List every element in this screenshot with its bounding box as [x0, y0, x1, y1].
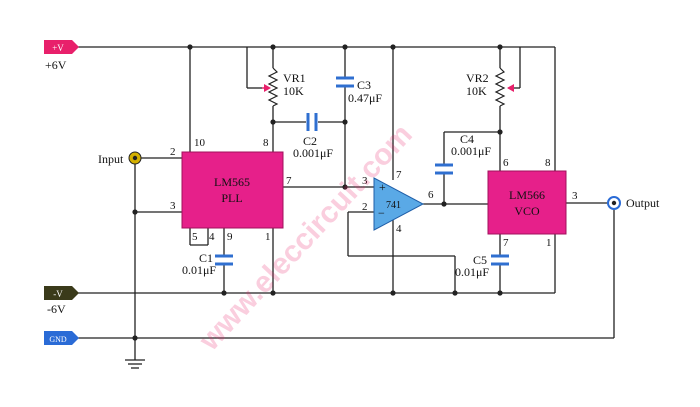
opamp-pin-4: 4 — [396, 223, 402, 235]
lm565-pin-5: 5 — [192, 231, 198, 243]
c4-ref: C4 — [460, 132, 474, 146]
opamp-minus: − — [378, 206, 385, 220]
output-label: Output — [626, 196, 660, 210]
lm565-pin-4: 4 — [209, 231, 215, 243]
lm565-pin-3: 3 — [170, 200, 176, 212]
output-terminal[interactable] — [607, 196, 621, 210]
c2-value: 0.001μF — [293, 146, 333, 160]
lm565-chip: LM565 PLL — [181, 151, 284, 229]
pos-rail-tag: +V — [44, 40, 79, 54]
lm566-pin-6: 6 — [503, 157, 509, 169]
c3-value: 0.47μF — [348, 91, 382, 105]
vr2-potentiometer — [494, 67, 514, 107]
wires — [75, 46, 615, 369]
opamp-pin-2: 2 — [362, 201, 368, 213]
lm566-sub: VCO — [514, 204, 540, 218]
opamp-pin-7: 7 — [396, 169, 402, 181]
gnd-rail-tag: GND — [44, 331, 79, 345]
neg-rail-label: -6V — [47, 302, 66, 316]
vr2-value: 10K — [466, 84, 487, 98]
c4-capacitor — [435, 163, 453, 175]
lm566-pin-1: 1 — [546, 237, 552, 249]
opamp-pin-6: 6 — [428, 189, 434, 201]
opamp-name: 741 — [386, 200, 401, 211]
c5-capacitor — [491, 254, 509, 266]
c1-value: 0.01μF — [182, 263, 216, 277]
opamp-pin-3: 3 — [362, 175, 368, 187]
lm565-pin-9: 9 — [227, 231, 233, 243]
lm566-pin-3: 3 — [572, 190, 578, 202]
lm566-pin-7: 7 — [503, 237, 509, 249]
c4-value: 0.001μF — [451, 144, 491, 158]
c3-ref: C3 — [357, 78, 371, 92]
neg-rail-tag-text: -V — [53, 289, 63, 299]
gnd-rail-tag-text: GND — [49, 335, 67, 344]
c1-ref: C1 — [199, 251, 213, 265]
c5-value: 0.01μF — [455, 265, 489, 279]
lm565-pin-2: 2 — [170, 146, 176, 158]
opamp-741: + − 741 — [373, 177, 425, 231]
c1-capacitor — [215, 254, 233, 266]
vr1-ref: VR1 — [283, 71, 306, 85]
lm565-pin-7: 7 — [286, 175, 292, 187]
c2-capacitor — [306, 113, 318, 131]
input-terminal[interactable] — [128, 151, 142, 165]
c5-ref: C5 — [473, 253, 487, 267]
lm565-pin-8: 8 — [263, 137, 269, 149]
c3-capacitor — [336, 76, 354, 88]
vr2-ref: VR2 — [466, 71, 489, 85]
lm565-pin-10: 10 — [194, 137, 206, 149]
lm566-name: LM566 — [509, 188, 545, 202]
pos-rail-label: +6V — [45, 58, 67, 72]
lm565-pin-1: 1 — [265, 231, 271, 243]
lm566-chip: LM566 VCO — [487, 170, 567, 235]
c2-ref: C2 — [303, 134, 317, 148]
lm565-name: LM565 — [214, 175, 250, 189]
lm565-sub: PLL — [221, 191, 242, 205]
neg-rail-tag: -V — [44, 286, 79, 300]
vr1-value: 10K — [283, 84, 304, 98]
pos-rail-tag-text: +V — [52, 43, 64, 53]
junctions — [132, 44, 503, 341]
lm566-pin-8: 8 — [545, 157, 551, 169]
opamp-plus: + — [379, 180, 386, 194]
input-label: Input — [98, 152, 124, 166]
vr1-potentiometer — [262, 67, 279, 107]
